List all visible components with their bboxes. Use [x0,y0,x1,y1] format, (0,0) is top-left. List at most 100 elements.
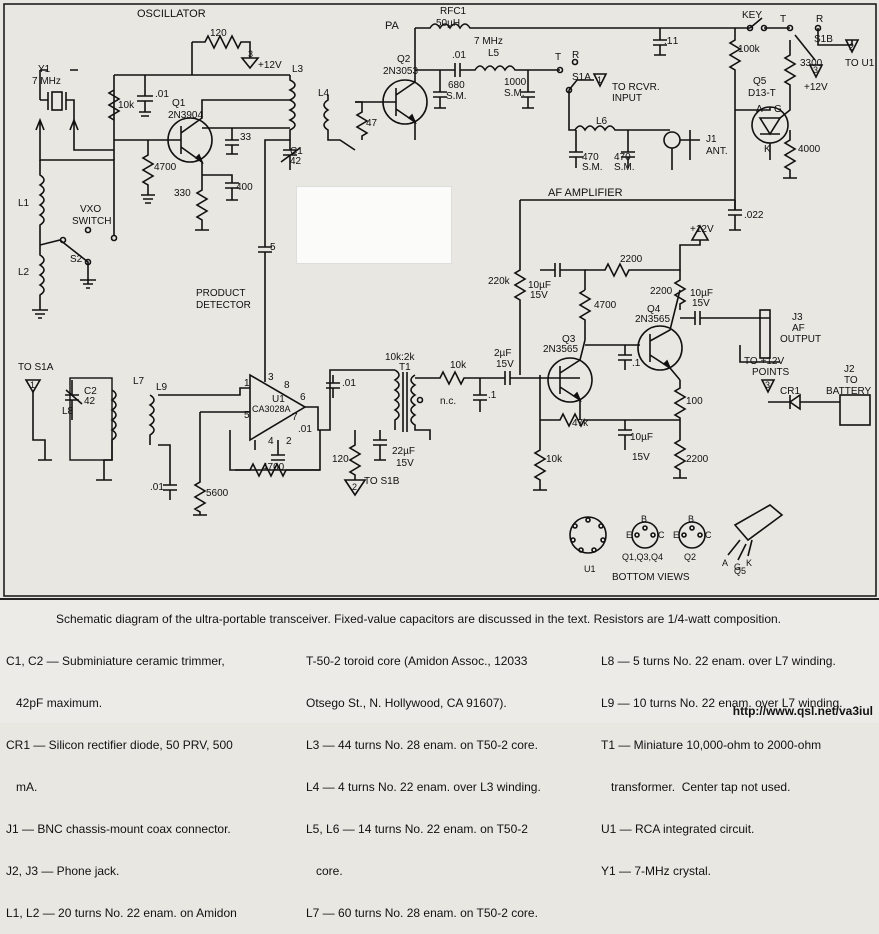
label-sm-3: S.M. [582,162,603,173]
label-q5-part: D13-T [748,88,776,99]
label-c33: 33 [240,132,252,143]
caption-line: Y1 — 7-MHz crystal. [601,864,712,878]
label-oscillator: OSCILLATOR [137,8,206,20]
label-a2: A [722,558,728,568]
label-q3-part: 2N3565 [543,344,578,355]
label-rfc1: RFC1 [440,6,467,17]
label-r100k: 100k [738,44,761,55]
label-pin7: 7 [292,412,298,423]
caption-line: 42pF maximum. [6,696,103,710]
label-q2: Q2 [397,54,411,65]
label-c1p: C [658,530,665,540]
caption-area [0,598,879,723]
bottom-views [569,504,784,561]
label-r330: 330 [174,188,191,199]
label-y1-freq: 7 MHz [32,76,61,87]
caption-column-3: L8 — 5 turns No. 22 enam. over L7 windin… [601,626,842,892]
label-j3-af: AF [792,323,805,334]
label-r100: 100 [686,396,703,407]
caption-line: L8 — 5 turns No. 22 enam. over L7 windin… [601,654,836,668]
label-k2: K [746,558,752,568]
label-l7: L7 [133,376,145,387]
caption-line: Otsego St., N. Hollywood, CA 91607). [306,696,507,710]
label-r220k: 220k [488,276,511,287]
caption-line: L3 — 44 turns No. 28 enam. on T50-2 core… [306,738,538,752]
label-c01-f: .01 [298,424,312,435]
label-e1: E [626,530,632,540]
label-c1: C1 [290,146,303,157]
label-l5: L5 [488,48,500,59]
label-v15-b: 15V [692,298,710,309]
label-r4700-b: 4700 [594,300,617,311]
label-q1: Q1 [172,98,186,109]
label-c01-b: .01 [452,50,466,61]
label-pin2: 2 [286,436,292,447]
label-to-rcvr: TO RCVR. [612,82,660,93]
label-e2: E [673,530,679,540]
label-pin6: 6 [300,392,306,403]
schematic-diagram: OSCILLATOR PA AF AMPLIFIER PRODUCT DETEC… [3,3,877,597]
label-v15-a: 15V [530,290,548,301]
label-c1-d: .1 [488,390,497,401]
label-l4: L4 [318,88,330,99]
caption-line: core. [306,864,343,878]
label-u1-bottom: U1 [584,564,596,574]
label-b2: B [688,514,694,524]
label-s2: S2 [70,254,83,265]
oscillator-section [32,34,356,370]
label-r4000: 4000 [798,144,821,155]
label-c01-a: .01 [155,89,169,100]
label-c22uf: 22µF [392,446,415,457]
label-q4-part: 2N3565 [635,314,670,325]
label-s1b: S1B [814,34,833,45]
label-to-u1: TO U1 [845,58,875,69]
label-key: KEY [742,10,762,21]
label-l1: L1 [18,198,30,209]
label-sm-1: S.M. [446,91,467,102]
label-u1: U1 [272,394,285,405]
label-gnd-3-osc: 3 [248,49,253,59]
label-c1-c: .1 [632,358,641,369]
caption-line: CR1 — Silicon rectifier diode, 50 PRV, 5… [6,738,233,752]
label-l6: L6 [596,116,608,127]
pa-section [355,17,860,231]
label-pin8: 8 [284,380,290,391]
caption-column-2: T-50-2 toroid core (Amidon Assoc., 12033… [306,626,541,934]
label-c1-b: .1 [670,36,679,47]
label-gnd-1-left: 1 [30,380,35,390]
label-j2-to: TO [844,375,858,386]
label-j2: J2 [844,364,855,375]
label-c470-a: 470 [582,152,599,163]
schematic-labels: OSCILLATOR PA AF AMPLIFIER PRODUCT DETEC… [18,6,875,583]
label-to-s1b: TO S1B [364,476,400,487]
source-url: http://www.qsl.net/va3iul [732,704,873,718]
label-c1-val: 42 [290,156,302,167]
caption-line: L4 — 4 turns No. 22 enam. over L3 windin… [306,780,541,794]
caption-column-1: C1, C2 — Subminiature ceramic trimmer, 4… [6,626,237,934]
label-switch: SWITCH [72,216,111,227]
caption-line: L7 — 60 turns No. 28 enam. on T50-2 core… [306,906,538,920]
label-c01-d: .01 [342,378,356,389]
label-sm-2: S.M. [504,88,525,99]
label-r10k-b: 10k [546,454,563,465]
label-q1-part: 2N3904 [168,110,203,121]
label-detector: DETECTOR [196,300,251,311]
label-12v-osc: +12V [258,60,282,71]
caption-line: C1, C2 — Subminiature ceramic trimmer, [6,654,225,668]
label-c470-b: 470 [614,152,631,163]
label-ant: ANT. [706,146,728,157]
label-gnd-3: 3 [813,65,818,75]
label-c01-c: .1 [664,36,673,47]
label-q4: Q4 [647,304,661,315]
label-t1-ratio: 10k:2k [385,352,415,363]
schematic-frame [3,3,877,597]
label-to-s1a: TO S1A [18,362,54,373]
label-q2-bottom: Q2 [684,552,696,562]
label-cr1: CR1 [780,386,800,397]
label-g: G [774,104,782,115]
label-r47k: 47k [572,418,589,429]
label-q3: Q3 [562,334,576,345]
label-c2: C2 [84,386,97,397]
label-r2200-b: 2200 [650,286,673,297]
label-s1a: S1A [572,72,591,83]
